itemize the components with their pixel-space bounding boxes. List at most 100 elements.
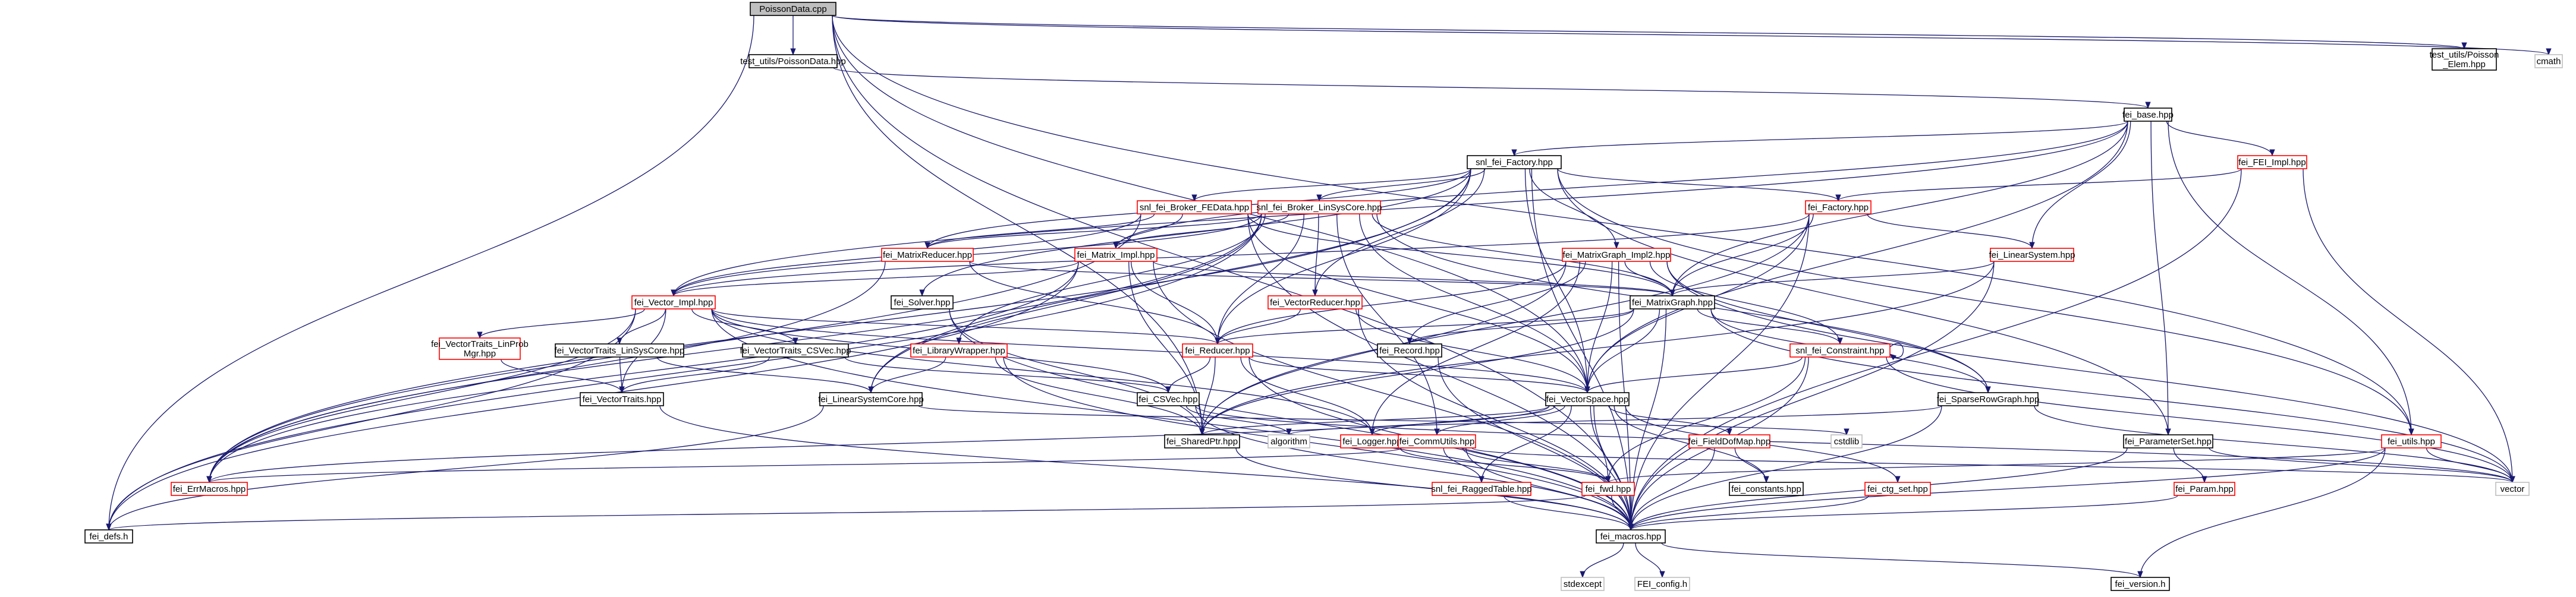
graph-node-fei-fei-impl-hpp[interactable]: fei_FEI_Impl.hpp [2237, 155, 2307, 169]
graph-node-test-utils-poissondata-hpp[interactable]: test_utils/PoissonData.hpp [740, 54, 846, 68]
edge-root-to-fei-defs-h [106, 15, 754, 531]
graph-node-fei-param-hpp[interactable]: fei_Param.hpp [2174, 482, 2235, 496]
edge-snl-fei-Factory-hpp-to-fei-VectorSpace-hpp [1524, 168, 1590, 394]
graph-node-test-utils-poisson-elem-hpp[interactable]: test_utils/Poisson_Elem.hpp [2430, 48, 2499, 71]
edge-fei-VectorSpace-hpp-to-fei-FieldDofMap-hpp [1608, 405, 1732, 436]
graph-node-fei-csvec-hpp[interactable]: fei_CSVec.hpp [1137, 392, 1200, 406]
graph-node-fei-vectortraits-hpp[interactable]: fei_VectorTraits.hpp [580, 392, 664, 406]
edge-fei-VectorSpace-hpp-to-fei-Logger-hpp [1369, 405, 1556, 436]
edge-fei-VectorSpace-hpp-to-fei-SharedPtr-hpp [1199, 405, 1550, 436]
node-box [748, 54, 838, 68]
graph-node-fei-base-hpp[interactable]: fei_base.hpp [2122, 108, 2174, 122]
graph-node-fei-errmacros-hpp[interactable]: fei_ErrMacros.hpp [171, 482, 248, 496]
node-box [2174, 482, 2235, 496]
graph-node-snl-fei-constraint-hpp[interactable]: snl_fei_Constraint.hpp [1789, 343, 1891, 358]
graph-node-fei-record-hpp[interactable]: fei_Record.hpp [1377, 343, 1442, 358]
edge-fei-Reducer-hpp-to-fei-CSVec-hpp [1165, 356, 1211, 394]
graph-node-fei-version-h[interactable]: fei_version.h [2111, 577, 2170, 591]
graph-node-fei-commutils-hpp[interactable]: fei_CommUtils.hpp [1398, 434, 1476, 448]
graph-node-fei-utils-hpp[interactable]: fei_utils.hpp [2381, 434, 2442, 448]
edge-snl-fei-Factory-hpp-to-snl-fei-Broker-FEData-hpp [1191, 168, 1471, 202]
graph-node-fei-matrixreducer-hpp[interactable]: fei_MatrixReducer.hpp [881, 248, 974, 262]
edge-fei-utils-hpp-to-fei-macros-hpp [1628, 447, 2386, 531]
edge-fei-LinearSystem-hpp-to-fei-MatrixGraph-hpp [1669, 261, 1995, 297]
node-label: fei_Solver.hpp [894, 298, 950, 308]
graph-node-fei-fwd-hpp[interactable]: fei_fwd.hpp [1581, 482, 1635, 496]
edge-root-to-test-utils-Poisson-Elem-hpp [832, 15, 2467, 50]
graph-node-snl-fei-raggedtable-hpp[interactable]: snl_fei_RaggedTable.hpp [1431, 482, 1532, 496]
node-box [2124, 108, 2172, 122]
edge-snl-fei-Broker-FEData-hpp-to-fei-MatrixReducer-hpp [924, 213, 1155, 249]
node-box [2123, 434, 2213, 448]
node-label: fei_VectorTraits_LinProb [431, 339, 529, 349]
edge-fei-LibraryWrapper-hpp-to-fei-macros-hpp [1003, 356, 1634, 531]
edge-fei-LibraryWrapper-hpp-to-fei-SharedPtr-hpp [995, 356, 1205, 436]
node-label: fei_VectorReducer.hpp [1270, 298, 1360, 308]
node-box [2495, 482, 2530, 496]
node-label: fei_CSVec.hpp [1138, 394, 1197, 405]
node-label: snl_fei_Constraint.hpp [1795, 346, 1884, 356]
graph-node-fei-solver-hpp[interactable]: fei_Solver.hpp [891, 295, 954, 309]
graph-node-fei-vectorspace-hpp[interactable]: fei_VectorSpace.hpp [1545, 392, 1630, 406]
node-box [1864, 482, 1931, 496]
graph-node-fei-fielddofmap-hpp[interactable]: fei_FieldDofMap.hpp [1688, 434, 1770, 448]
nodes-layer: PoissonData.cpptest_utils/PoissonData.hp… [84, 2, 2563, 591]
edge-fei-VectorTraits-hpp-to-fei-macros-hpp [659, 405, 1634, 531]
graph-node-fei-vectorreducer-hpp[interactable]: fei_VectorReducer.hpp [1267, 295, 1363, 309]
graph-node-fei-vector-impl-hpp[interactable]: fei_Vector_Impl.hpp [631, 295, 716, 309]
graph-node-fei-linearsystem-hpp[interactable]: fei_LinearSystem.hpp [1989, 248, 2075, 262]
edge-fei-MatrixGraph-Impl2-hpp-to-fei-SparseRowGraph-hpp [1666, 261, 1991, 394]
edge-fei-Logger-hpp-to-fei-fwd-hpp [1399, 447, 1611, 484]
graph-node-fei-constants-hpp[interactable]: fei_constants.hpp [1729, 482, 1804, 496]
edge-root-to-fei-macros-hpp [832, 15, 1634, 531]
node-label: fei_constants.hpp [1731, 484, 1801, 494]
edge-fei-MatrixGraph-hpp-to-fei-Record-hpp [1407, 308, 1634, 345]
node-box [2432, 48, 2497, 71]
graph-node-fei-factory-hpp[interactable]: fei_Factory.hpp [1805, 200, 1872, 214]
node-box [2381, 434, 2442, 448]
graph-node-fei-macros-hpp[interactable]: fei_macros.hpp [1596, 529, 1666, 544]
edge-fei-base-hpp-to-fei-Vector-Impl-hpp [671, 121, 2128, 297]
graph-node-fei-librarywrapper-hpp[interactable]: fei_LibraryWrapper.hpp [910, 343, 1008, 358]
node-box [1688, 434, 1770, 448]
graph-node-fei-logger-hpp[interactable]: fei_Logger.hpp [1340, 434, 1404, 448]
edge-fei-MatrixGraph-hpp-to-fei-VectorSpace-hpp [1584, 308, 1660, 394]
edge-fei-FieldDofMap-hpp-to-fei-macros-hpp [1628, 447, 1715, 531]
edge-fei-MatrixGraph-Impl2-hpp-to-fei-VectorSpace-hpp [1584, 261, 1613, 394]
edge-fei-MatrixGraph-Impl2-hpp-to-snl-fei-Constraint-hpp [1649, 261, 1843, 345]
graph-node-fei-matrixgraph-hpp[interactable]: fei_MatrixGraph.hpp [1630, 295, 1715, 309]
node-box [1432, 482, 1531, 496]
node-label: test_utils/PoissonData.hpp [740, 56, 846, 67]
node-label: fei_LinearSystemCore.hpp [818, 394, 924, 405]
graph-node-fei-linearsystemcore-hpp[interactable]: fei_LinearSystemCore.hpp [818, 392, 924, 406]
graph-node-fei-matrixgraph-impl2-hpp[interactable]: fei_MatrixGraph_Impl2.hpp [1562, 248, 1671, 262]
edge-fei-ParameterSet-hpp-to-vector [2209, 447, 2515, 484]
graph-node-fei-sparserowgraph-hpp[interactable]: fei_SparseRowGraph.hpp [1937, 392, 2040, 406]
node-label: fei_FEI_Impl.hpp [2238, 157, 2305, 168]
graph-node-fei-reducer-hpp[interactable]: fei_Reducer.hpp [1182, 343, 1253, 358]
edge-fei-MatrixGraph-Impl2-hpp-to-fei-Record-hpp [1407, 261, 1586, 345]
graph-node-fei-vectortraits-csvec-hpp[interactable]: fei_VectorTraits_CSVec.hpp [740, 343, 851, 358]
graph-node-snl-fei-broker-fedata-hpp[interactable]: snl_fei_Broker_FEData.hpp [1137, 200, 1252, 214]
edge-fei-Record-hpp-to-fei-macros-hpp [1438, 356, 1634, 531]
node-box [1990, 248, 2074, 262]
graph-node-snl-fei-factory-hpp[interactable]: snl_fei_Factory.hpp [1467, 155, 1562, 169]
node-label: fei_FieldDofMap.hpp [1688, 437, 1770, 447]
edge-fei-base-hpp-to-fei-Matrix-Impl-hpp [1113, 121, 2128, 249]
graph-node-fei-defs-h[interactable]: fei_defs.h [84, 529, 133, 544]
graph-node-fei-sharedptr-hpp[interactable]: fei_SharedPtr.hpp [1164, 434, 1240, 448]
graph-node-fei-parameterset-hpp[interactable]: fei_ParameterSet.hpp [2123, 434, 2213, 448]
edge-fei-VectorReducer-hpp-to-fei-Reducer-hpp [1215, 308, 1301, 345]
node-label: fei_defs.h [89, 532, 128, 542]
edge-fei-MatrixGraph-hpp-to-vector [1710, 308, 2515, 484]
edge-fei-ctg-set-hpp-to-fei-macros-hpp [1628, 495, 1869, 531]
edge-fei-VectorSpace-hpp-to-fei-macros-hpp [1593, 405, 1634, 531]
edge-root-to-cmath [832, 15, 2551, 56]
graph-node-snl-fei-broker-linsyscore-hpp[interactable]: snl_fei_Broker_LinSysCore.hpp [1257, 200, 1382, 214]
graph-node-fei-matrix-impl-hpp[interactable]: fei_Matrix_Impl.hpp [1074, 248, 1158, 262]
graph-node-fei-ctg-set-hpp[interactable]: fei_ctg_set.hpp [1864, 482, 1931, 496]
node-box [1789, 343, 1891, 358]
graph-node-fei-vectortraits-linsyscore-hpp[interactable]: fei_VectorTraits_LinSysCore.hpp [555, 343, 685, 358]
